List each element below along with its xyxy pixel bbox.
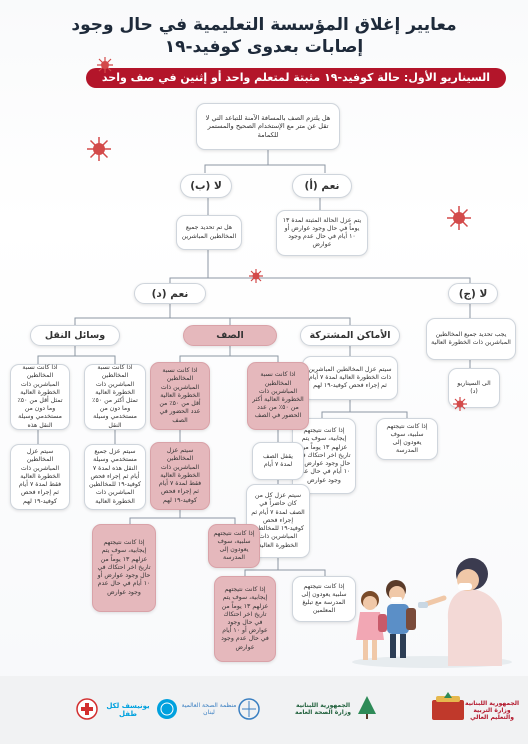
no-c-identify-box: يجب تحديد جميع المخالطين المباشرين ذات ا…: [426, 318, 516, 360]
branch-transport: وسائل النقل: [30, 325, 120, 346]
page-title: معايير إغلاق المؤسسة التعليمية في حال وج…: [20, 14, 508, 58]
scenario-banner: السيناريو الأول: حالة كوفيد-١٩ مثبتة لمت…: [86, 68, 506, 88]
class-negative-a-box: إذا كانت نتيجتهم سلبية، سوف يعودون إلى ا…: [208, 524, 260, 568]
no-b-pill: لا (ب): [180, 174, 232, 198]
virus-icon: [87, 137, 111, 161]
transport-over-50-box: اذا كانت نسبة المخالطين المباشرين ذات ال…: [84, 364, 146, 430]
who-label: منظمة الصحة العالمية لبنان: [181, 702, 237, 716]
unicef-label: يونيسف لكل طفل: [106, 702, 150, 718]
class-negative-b-box: إذا كانت نتيجتهم سلبية يعودون إلى المدرس…: [292, 576, 356, 622]
question-safe-distance: هل يلتزم الصف بالمسافة الآمنة للتباعد ال…: [196, 103, 340, 150]
common-negative-box: إذا كانت نتيجتهم سلبية، سوف يعودون إلى ا…: [376, 418, 438, 460]
yes-d-pill: نعم (د): [134, 283, 206, 304]
virus-icon: [453, 397, 467, 411]
class-close-7-days-box: يقفل الصف لمدة ٧ أيام: [252, 442, 304, 480]
unicef-globe-icon: [157, 699, 177, 719]
title-line-2: إصابات بعدوى كوفيد-١٩: [164, 37, 364, 57]
transport-quarantine-all-box: سيتم عزل جميع مستخدمي وسيلة النقل هذه لم…: [84, 444, 146, 510]
ministry-education-logo-icon: [432, 692, 464, 720]
no-c-pill: لا (ج): [448, 283, 498, 304]
who-globe-icon: [238, 698, 260, 720]
transport-quarantine-high-box: سيتم عزل المخالطين المباشرين ذات الخطورة…: [10, 444, 70, 510]
class-over-50-box: اذا كانت نسبة المخالطين المباشرين ذات ال…: [247, 362, 309, 430]
yes-a-isolation-box: يتم عزل الحالة المثبتة لمدة ١٣ يوماً في …: [276, 210, 368, 256]
no-b-question-box: هل تم تحديد جميع المخالطين المباشرين: [176, 215, 242, 250]
ministry-education-label: الجمهورية اللبنانية وزارة التربية والتعل…: [464, 700, 520, 721]
class-positive-b-box: إذا كانت نتيجتهم إيجابية، سوف يتم عزلهم …: [214, 576, 276, 662]
title-line-1: معايير إغلاق المؤسسة التعليمية في حال وج…: [71, 15, 457, 35]
common-positive-box: إذا كانت نتيجتهم إيجابية، سوف يتم عزلهم …: [292, 418, 356, 494]
transport-under-50-box: اذا كانت نسبة المخالطين المباشرين ذات ال…: [10, 364, 70, 430]
class-quarantine-high-box: سيتم عزل المخالطين المباشرين ذات الخطورة…: [150, 442, 210, 510]
common-quarantine-box: سيتم عزل المخالطين المباشرين ذات الخطورة…: [302, 356, 398, 400]
class-positive-a-box: إذا كانت نتيجتهم إيجابية، سوف يتم عزلهم …: [92, 524, 156, 612]
virus-icon: [97, 57, 113, 73]
ministry-health-label: الجمهورية اللبنانية وزارة الصحة العامة: [295, 702, 351, 716]
branch-common-areas: الأماكن المشتركة: [300, 325, 400, 346]
cedar-icon: [358, 696, 376, 719]
yes-a-pill: نعم (أ): [292, 174, 352, 198]
virus-icon: [249, 269, 263, 283]
red-cross-logo-icon: [76, 698, 98, 720]
teacher-students-illustration: [352, 558, 512, 668]
branch-class: الصف: [183, 325, 277, 346]
virus-icon: [447, 206, 471, 230]
class-under-50-box: اذا كانت نسبة المخالطين المباشرين ذات ال…: [150, 362, 210, 430]
